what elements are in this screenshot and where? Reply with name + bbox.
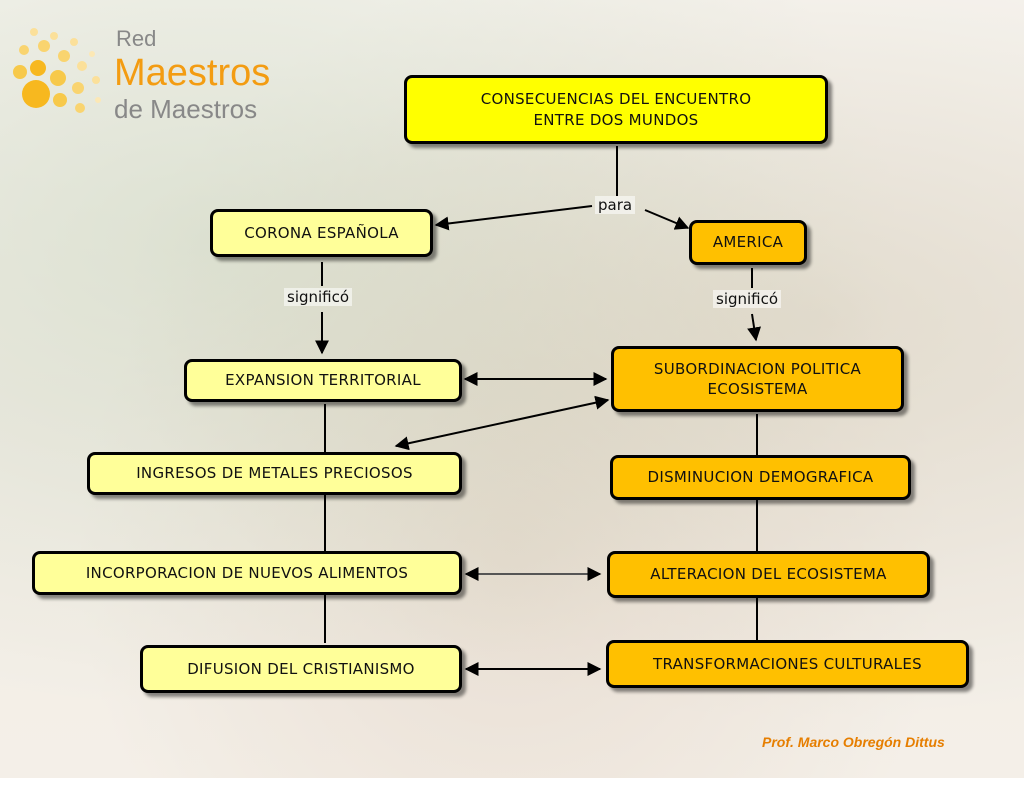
node-corona-espanola: CORONA ESPAÑOLA [210,209,433,257]
node-root: CONSECUENCIAS DEL ENCUENTRO ENTRE DOS MU… [404,75,828,144]
node-ingresos-metales: INGRESOS DE METALES PRECIOSOS [87,452,462,495]
author-credit: Prof. Marco Obregón Dittus [762,734,945,750]
bottom-band [0,778,1024,792]
link-para-america [644,209,690,230]
link-significo-subordinacion [747,313,762,342]
logo-text-red: Red [116,26,157,51]
node-difusion-cristianismo: DIFUSION DEL CRISTIANISMO [140,645,462,693]
link-para-corona [434,205,593,231]
link-ingresos-subordinacion [394,395,610,451]
logo-text-maestros: Maestros [114,52,271,94]
logo-dots-icon [13,28,101,113]
link-label-significo-right: significó [713,290,782,308]
node-subordinacion-politica: SUBORDINACION POLITICA ECOSISTEMA [611,346,904,412]
logo: Red Maestros de Maestros [8,22,271,124]
node-expansion-territorial: EXPANSION TERRITORIAL [184,359,462,402]
node-transformaciones-culturales: TRANSFORMACIONES CULTURALES [606,640,969,688]
logo-text-de-maestros: de Maestros [114,94,258,124]
link-label-significo-left: significó [284,288,353,306]
node-disminucion-demografica: DISMINUCION DEMOGRAFICA [610,455,911,500]
link-label-para: para [595,196,636,214]
node-incorporacion-alimentos: INCORPORACION DE NUEVOS ALIMENTOS [32,551,462,595]
node-america: AMERICA [689,220,807,265]
node-alteracion-ecosistema: ALTERACION DEL ECOSISTEMA [607,551,930,598]
